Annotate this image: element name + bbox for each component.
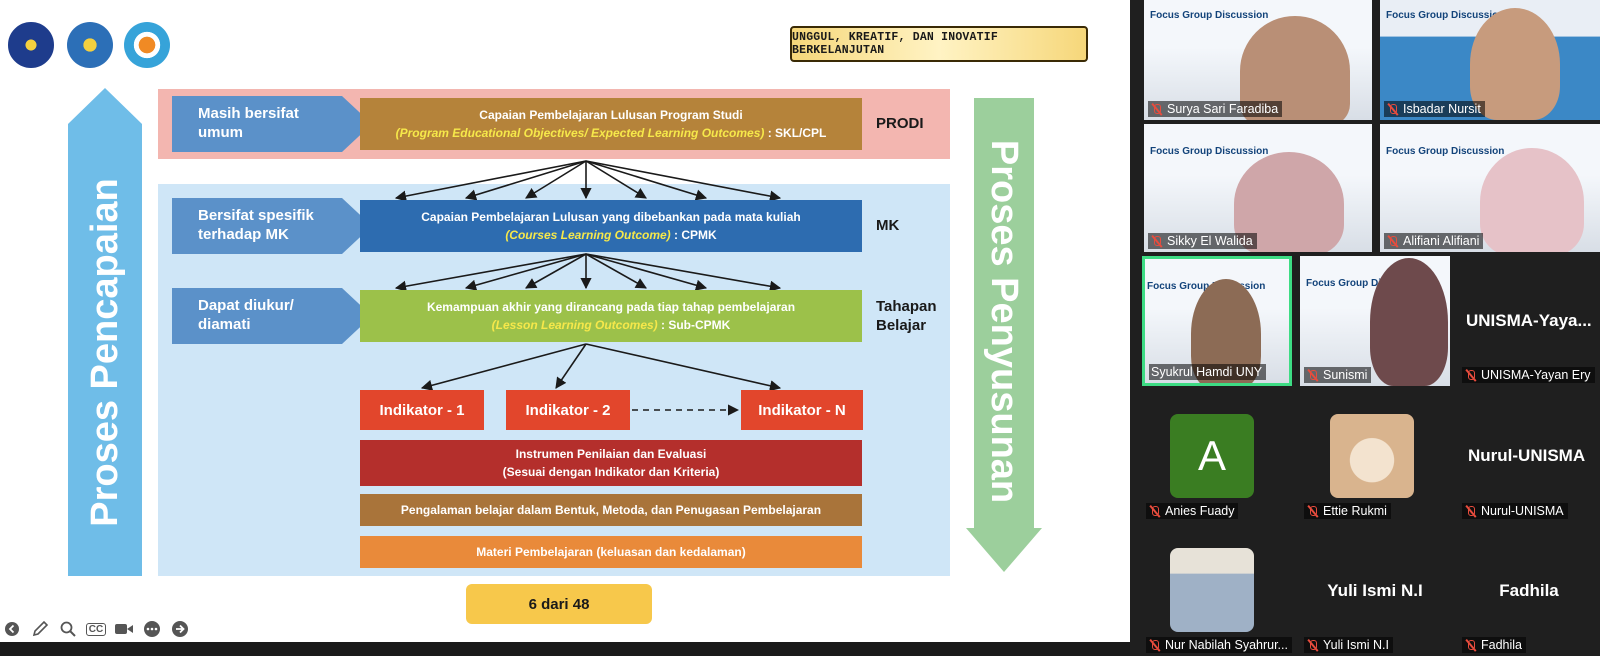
more-icon[interactable]	[140, 617, 164, 641]
connector-arrows	[394, 160, 782, 416]
cpl-box: Capaian Pembelajaran Lulusan Program Stu…	[360, 98, 862, 150]
uny-logo	[8, 22, 54, 68]
up-arrow-shape	[68, 88, 142, 576]
next-icon[interactable]	[168, 617, 192, 641]
fgd-slide-title: Focus Group Discussion	[1147, 281, 1266, 292]
participant-name: Sikky El Walida	[1148, 233, 1257, 249]
participant-tile[interactable]: Fadhila Fadhila	[1458, 526, 1600, 656]
fgd-slide-title: Focus Group Discussion	[1150, 10, 1269, 21]
materi-box: Materi Pembelajaran (keluasan dan kedala…	[360, 536, 862, 568]
subcpmk-to-indicator-arrows	[420, 343, 782, 392]
participant-tile[interactable]: Nurul-UNISMA Nurul-UNISMA	[1458, 390, 1600, 522]
mic-off-icon	[1150, 103, 1163, 116]
level-arrow-diukur: Dapat diukur/diamati	[172, 288, 372, 344]
participant-name: Yuli Ismi N.I	[1304, 637, 1393, 653]
cpmk-box: Capaian Pembelajaran Lulusan yang dibeba…	[360, 200, 862, 252]
indikator-2-box: Indikator - 2	[506, 390, 630, 430]
participant-tile[interactable]: Focus Group Discussion Sikky El Walida	[1144, 124, 1372, 252]
participant-name: Alifiani Alifiani	[1384, 233, 1484, 249]
level-label-diukur: Dapat diukur/diamati	[198, 297, 294, 333]
fgd-slide-title: Focus Group Discussion	[1150, 146, 1269, 157]
participant-video	[1480, 148, 1584, 252]
participant-name: Surya Sari Faradiba	[1148, 101, 1283, 117]
participant-tile[interactable]: UNISMA-Yaya... UNISMA-Yayan Ery	[1458, 256, 1600, 386]
participant-video	[1470, 8, 1560, 120]
shared-slide: UNGGUL, KREATIF, DAN INOVATIF BERKELANJU…	[0, 0, 1130, 642]
avatar	[1170, 548, 1254, 632]
mic-off-icon	[1150, 235, 1163, 248]
participant-name: Anies Fuady	[1146, 503, 1239, 519]
participant-name: UNISMA-Yayan Ery	[1462, 367, 1595, 383]
participant-tile[interactable]: A Anies Fuady	[1142, 390, 1292, 522]
level-tag-prodi: PRODI	[876, 115, 924, 132]
mic-off-icon	[1464, 505, 1477, 518]
merdeka-belajar-logo	[124, 22, 170, 68]
participant-name: Fadhila	[1462, 637, 1526, 653]
mic-off-icon	[1386, 103, 1399, 116]
participant-name: Nur Nabilah Syahrur...	[1146, 637, 1292, 653]
cpl-to-cpmk-arrows	[394, 160, 782, 202]
participant-tile[interactable]: Focus Group Discussion Alifiani Alifiani	[1380, 124, 1600, 252]
indikator-n-box: Indikator - N	[741, 390, 863, 430]
slide-page-indicator: 6 dari 48	[466, 584, 652, 624]
instrumen-box: Instrumen Penilaian dan Evaluasi (Sesuai…	[360, 440, 862, 486]
mic-off-icon	[1148, 505, 1161, 518]
captions-icon[interactable]: CC	[84, 617, 108, 641]
proses-penyusunan-arrow: Proses Penyusunan	[966, 98, 1042, 572]
participant-name: Sunismi	[1304, 367, 1372, 383]
slide-toolbar: CC	[0, 616, 192, 642]
cpmk-to-subcpmk-arrows	[394, 253, 782, 292]
participant-display-name: Nurul-UNISMA	[1468, 446, 1586, 465]
avatar: A	[1170, 414, 1254, 498]
participant-gallery: Focus Group Discussion Surya Sari Faradi…	[1130, 0, 1600, 656]
participant-name: Ettie Rukmi	[1304, 503, 1391, 519]
participant-display-name: Fadhila	[1499, 581, 1559, 600]
participant-tile[interactable]: Nur Nabilah Syahrur...	[1142, 526, 1292, 656]
indikator-1-box: Indikator - 1	[360, 390, 484, 430]
motto-banner: UNGGUL, KREATIF, DAN INOVATIF BERKELANJU…	[790, 26, 1088, 62]
participant-tile-active-speaker[interactable]: Focus Group Discussion Syukrul Hamdi UNY	[1142, 256, 1292, 386]
participant-tile[interactable]: Focus Group Discussion Isbadar Nursit	[1380, 0, 1600, 120]
subcpmk-box: Kemampuan akhir yang dirancang pada tiap…	[360, 290, 862, 342]
fgd-slide-title: Focus Group Discussion	[1386, 10, 1505, 21]
down-arrow-shape	[966, 98, 1042, 572]
participant-name: Isbadar Nursit	[1384, 101, 1485, 117]
mic-off-icon	[1306, 505, 1319, 518]
tut-wuri-handayani-logo	[67, 22, 113, 68]
fgd-slide-title: Focus Group Discussion	[1386, 146, 1505, 157]
mic-off-icon	[1306, 369, 1319, 382]
participant-name: Nurul-UNISMA	[1462, 503, 1568, 519]
proses-pencapaian-arrow: Proses Pencapaian	[68, 88, 142, 576]
participant-name: Syukrul Hamdi UNY	[1149, 364, 1267, 380]
captions-label: CC	[85, 622, 107, 636]
participant-tile[interactable]: Ettie Rukmi	[1300, 390, 1450, 522]
mic-off-icon	[1386, 235, 1399, 248]
video-icon[interactable]	[112, 617, 136, 641]
pengalaman-box: Pengalaman belajar dalam Bentuk, Metoda,…	[360, 494, 862, 526]
mic-off-icon	[1464, 639, 1477, 652]
participant-tile[interactable]: Focus Group Discussion Sunismi	[1300, 256, 1450, 386]
avatar	[1330, 414, 1414, 498]
participant-display-name: UNISMA-Yaya...	[1466, 311, 1592, 330]
fgd-slide-title: Focus Group Discussion	[1306, 278, 1425, 289]
participant-video	[1370, 258, 1448, 386]
mic-off-icon	[1306, 639, 1319, 652]
zoom-icon[interactable]	[56, 617, 80, 641]
back-icon[interactable]	[0, 617, 24, 641]
participant-tile[interactable]: Yuli Ismi N.I Yuli Ismi N.I	[1300, 526, 1450, 656]
mic-off-icon	[1464, 369, 1477, 382]
level-tag-mk: MK	[876, 217, 900, 234]
participant-tile[interactable]: Focus Group Discussion Surya Sari Faradi…	[1144, 0, 1372, 120]
participant-display-name: Yuli Ismi N.I	[1327, 581, 1423, 600]
mic-off-icon	[1148, 639, 1161, 652]
pen-icon[interactable]	[28, 617, 52, 641]
